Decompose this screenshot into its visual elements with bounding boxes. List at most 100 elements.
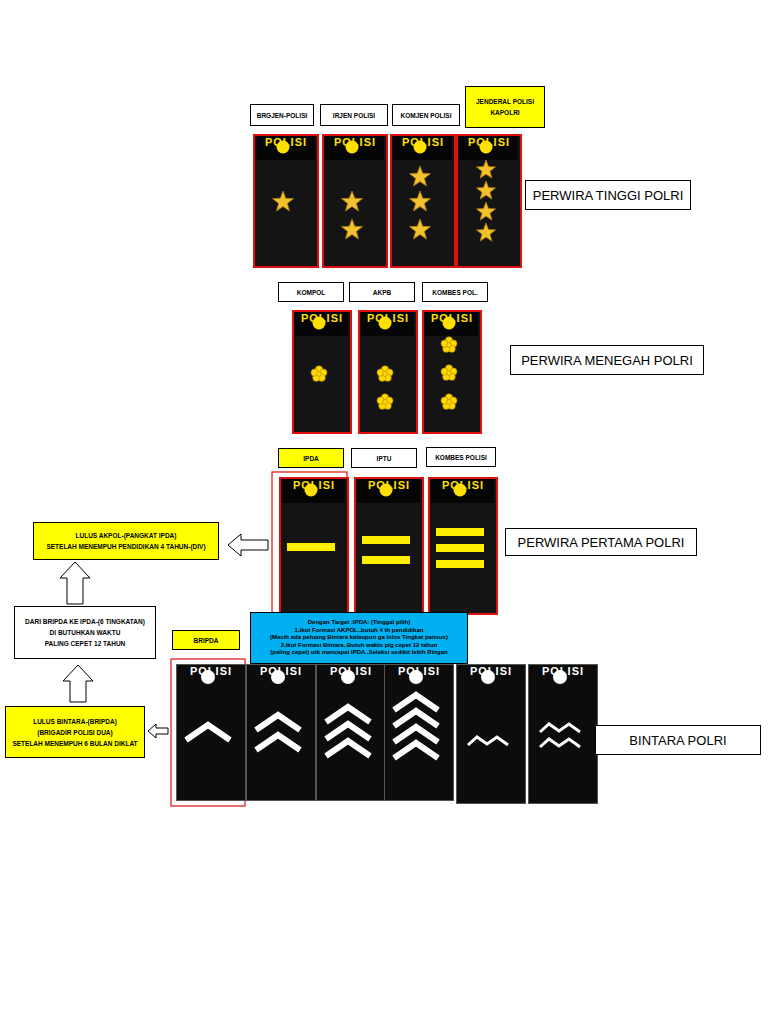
info-callout: Dengan Target :IPDA: (Tinggal pilih)1.ik… — [250, 612, 468, 664]
label-text: DARI BRIPDA KE IPDA-(6 TINGKATAN) — [25, 618, 145, 625]
board-top — [360, 312, 414, 336]
label-text: DI BUTUHKAN WAKTU — [50, 629, 121, 636]
rank-insignia — [457, 665, 521, 801]
board-text: POLISI — [368, 479, 410, 491]
board-text: POLISI — [265, 136, 307, 148]
shoulder-board: POLISI — [422, 310, 482, 434]
label-text: (paling cepet) utk mencapai IPDA..Seleks… — [270, 649, 447, 657]
highlight-note: JENDERAL POLISI KAPOLRI — [465, 86, 545, 128]
label-text: JENDERAL POLISI — [476, 98, 534, 105]
label-text: IPDA — [303, 455, 319, 462]
label-text: AKPB — [373, 289, 391, 296]
board-top — [324, 136, 384, 160]
chevron — [326, 741, 370, 756]
label-text: KOMJEN POLISI — [401, 112, 452, 119]
rank-insignia — [281, 479, 345, 613]
star — [477, 160, 496, 178]
board-text: POLISI — [330, 665, 372, 677]
label-text: IRJEN POLISI — [333, 112, 375, 119]
shoulder-board: POLISI — [358, 310, 418, 434]
label-text: SETELAH MENEMPUH PENDIDIKAN 4 TAHUN-(DIV… — [46, 543, 205, 550]
block-arrow — [148, 724, 168, 738]
melati-center — [447, 343, 452, 348]
label-text: 1.ikut Formasi AKPOL..butuh 4 th pendidi… — [295, 627, 424, 635]
shoulder-board: POLISI — [384, 664, 454, 801]
label-text: Dengan Target :IPDA: (Tinggal pilih) — [308, 619, 410, 627]
shoulder-board: POLISI — [456, 134, 522, 268]
board-text: POLISI — [442, 479, 484, 491]
label-text: KAPOLRI — [490, 109, 519, 116]
board-text: POLISI — [398, 665, 440, 677]
shoulder-board: POLISI — [428, 477, 498, 615]
label-text: PERWIRA PERTAMA POLRI — [518, 535, 685, 550]
highlight-note: LULUS AKPOL-(PANGKAT IPDA) SETELAH MENEMP… — [33, 522, 219, 560]
rank-label: IPTU — [351, 448, 417, 468]
wave-mark — [540, 724, 580, 732]
label-text: LULUS AKPOL-(PANGKAT IPDA) — [76, 532, 177, 539]
rank-insignia — [360, 312, 414, 432]
rank-insignia — [430, 479, 494, 613]
board-text: POLISI — [293, 479, 335, 491]
rank-insignia — [177, 665, 241, 798]
label-text: PERWIRA TINGGI POLRI — [533, 188, 684, 203]
shoulder-board: POLISI — [253, 134, 319, 268]
label-text: SETELAH MENEMPUH 6 BULAN DIKLAT — [12, 740, 137, 747]
rank-insignia — [247, 665, 311, 798]
rank-label: KOMPOL — [278, 282, 344, 302]
rank-label: IRJEN POLISI — [320, 104, 388, 126]
chevron — [256, 735, 300, 750]
highlight-note: IPDA — [278, 448, 344, 468]
highlight-frame — [171, 659, 245, 806]
star — [477, 181, 496, 199]
board-text: POLISI — [367, 312, 409, 324]
wave-mark — [468, 737, 508, 745]
shoulder-board: POLISI — [322, 134, 388, 268]
melati-center — [317, 372, 322, 377]
shoulder-board: POLISI — [390, 134, 456, 268]
melati-center — [447, 371, 452, 376]
shoulder-board: POLISI — [528, 664, 598, 804]
label-text: PERWIRA MENEGAH POLRI — [521, 353, 693, 368]
chevron — [326, 724, 370, 739]
rank-insignia — [424, 312, 478, 432]
bar — [436, 544, 484, 552]
melati-center — [447, 400, 452, 405]
bar — [436, 528, 484, 536]
label-text: KOMBES POLISI — [435, 454, 487, 461]
melati-center — [383, 400, 388, 405]
shoulder-board: POLISI — [246, 664, 316, 801]
board-text: POLISI — [402, 136, 444, 148]
group-title: PERWIRA PERTAMA POLRI — [505, 528, 697, 556]
highlight-note: LULUS BINTARA-(BRIPDA)(BRIGADIR POLISI D… — [5, 706, 145, 758]
label-text: 2.ikut Formasi Bintara..Butuh waktu plg … — [281, 642, 438, 650]
board-text: POLISI — [190, 665, 232, 677]
rank-label: KOMBES POLISI — [426, 447, 496, 467]
shoulder-board: POLISI — [279, 477, 349, 615]
block-arrow — [60, 562, 90, 604]
rank-insignia — [385, 665, 449, 798]
group-title: BINTARA POLRI — [595, 725, 761, 755]
label-text: BINTARA POLRI — [629, 733, 726, 748]
rank-label: AKPB — [349, 282, 415, 302]
board-text: POLISI — [334, 136, 376, 148]
board-top — [356, 479, 420, 503]
board-top — [255, 136, 315, 160]
rank-insignia — [529, 665, 593, 801]
star — [477, 202, 496, 220]
chevron — [256, 715, 300, 730]
group-title: PERWIRA TINGGI POLRI — [525, 180, 691, 210]
rank-insignia — [392, 136, 452, 266]
board-top — [424, 312, 478, 336]
label-text: BRGJEN-POLISI — [257, 112, 308, 119]
chevron — [394, 743, 438, 758]
wave-mark — [540, 739, 580, 747]
star — [410, 166, 431, 186]
rank-insignia — [294, 312, 348, 432]
board-top — [458, 136, 518, 160]
board-text: POLISI — [468, 136, 510, 148]
rank-insignia — [255, 136, 315, 266]
rank-label: KOMBES POL. — [422, 282, 488, 302]
bar — [436, 560, 484, 568]
label-text: LULUS BINTARA-(BRIPDA) — [33, 718, 117, 725]
label-text: PALING CEPET 12 TAHUN — [45, 640, 126, 647]
